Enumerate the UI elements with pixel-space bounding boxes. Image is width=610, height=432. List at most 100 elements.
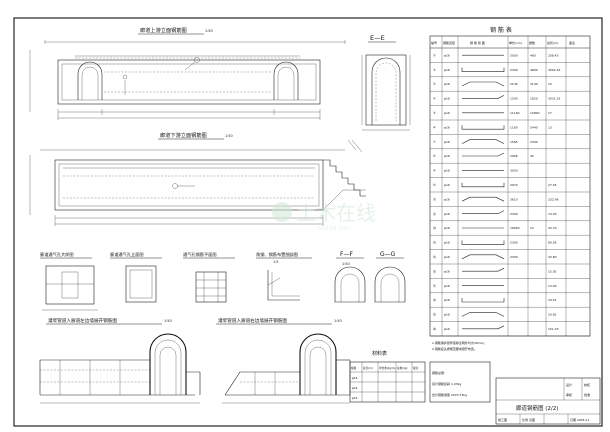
rebar-sketch bbox=[462, 152, 505, 157]
rebar-cell: 43.80 bbox=[548, 255, 557, 259]
design-stage: 施工图 bbox=[498, 417, 507, 422]
material-header-length: 总长(m) bbox=[363, 366, 373, 370]
drawing-name: 廊道钢筋图 (2/2) bbox=[516, 404, 558, 412]
rebar-sketch bbox=[462, 325, 505, 330]
rebar-table: 钢 筋 表 编号 钢筋直径 钢 筋 简 图 单长(cm) 根数 总长(m) 备注… bbox=[429, 26, 591, 337]
tunnel-right-wall-view: 灌浆管道入廊道右边墙展开钢筋图 1:50 bbox=[216, 317, 351, 404]
rebar-cell: φ16 bbox=[444, 82, 450, 86]
rebar-cell: φ16 bbox=[444, 298, 450, 302]
material-row-spec: φ16 bbox=[352, 396, 358, 400]
rebar-cell: 3050 bbox=[510, 169, 518, 173]
rebar-cell: φ16 bbox=[444, 183, 450, 187]
title-cell: 设计 bbox=[566, 382, 572, 387]
section-f-f-title: F—F bbox=[340, 251, 353, 258]
rebar-header-len: 单长(cm) bbox=[509, 40, 522, 45]
rebar-cell: 16600 bbox=[510, 226, 520, 230]
tunnel-left-wall-view: 灌浆管道入廊道左边墙展开钢筋图 1:50 bbox=[39, 317, 201, 404]
tunnel-right-wall-title: 灌浆管道入廊道右边墙展开钢筋图 bbox=[218, 317, 287, 324]
rebar-cell: φ16 bbox=[444, 212, 450, 216]
rebar-cell: φ16 bbox=[444, 255, 450, 259]
rebar-cell: φ16 bbox=[444, 269, 450, 273]
rebar-cell: ⑰ bbox=[433, 283, 436, 288]
material-note-line: 钢筋总量: bbox=[432, 370, 445, 375]
rebar-cell: φ16 bbox=[444, 68, 450, 72]
rebar-cell: ④ bbox=[433, 97, 436, 101]
watermark-text: 土木在线 bbox=[296, 201, 376, 225]
rebar-cell: ⑩ bbox=[433, 183, 436, 187]
section-g-g-title: G—G bbox=[380, 251, 396, 258]
detail-vent-elevation: 廊道通气孔立面图 bbox=[110, 251, 162, 303]
rebar-cell: ⑧ bbox=[433, 154, 436, 158]
section-e-e: E—E bbox=[361, 34, 411, 131]
rebar-cell: 2970 bbox=[510, 183, 518, 187]
rebar-cell: 12890 bbox=[530, 111, 540, 115]
detail-vent-plan: 通气孔钢筋平面图 bbox=[183, 251, 235, 303]
rebar-cell: 1820 bbox=[530, 97, 538, 101]
material-header-note: 备注 bbox=[413, 366, 419, 370]
rebar-cell: 3002.43 bbox=[548, 68, 560, 72]
rebar-header-total: 总长(m) bbox=[547, 40, 558, 45]
rebar-cell: 1565 bbox=[510, 140, 518, 144]
section-f-f-scale: 1:50 bbox=[342, 262, 350, 266]
rebar-cell: ⑥ bbox=[433, 125, 436, 129]
material-table-title: 材料表 bbox=[372, 350, 387, 357]
rebar-cell: 13 bbox=[548, 125, 552, 129]
rebar-cell: ⑦ bbox=[433, 140, 436, 144]
rebar-cell: 15 bbox=[548, 82, 552, 86]
rebar-cell: φ16 bbox=[444, 125, 450, 129]
rebar-cell: 1160 bbox=[510, 125, 518, 129]
rebar-cell: φ16 bbox=[444, 284, 450, 288]
detail-angle-rebar-title: 角钢、钢筋布置细部图 bbox=[256, 251, 298, 258]
rebar-sketch bbox=[461, 298, 505, 303]
rebar-cell: ⑱ bbox=[433, 297, 436, 302]
rebar-cell: 43.70 bbox=[548, 226, 557, 230]
detail-vent-section-title: 廊道通气孔大样图 bbox=[40, 251, 74, 258]
rebar-cell: 15.92 bbox=[548, 269, 557, 273]
rebar-cell: 3031.53 bbox=[548, 97, 560, 101]
rebar-cell: ② bbox=[433, 68, 436, 72]
rebar-header-sketch: 钢 筋 简 图 bbox=[470, 40, 485, 45]
material-row-spec: φ16 bbox=[352, 386, 358, 390]
rebar-cell: 2966 bbox=[510, 154, 518, 158]
upstream-elevation-scale: 1:50 bbox=[205, 29, 213, 33]
downstream-elevation-view: 廊道下游立面钢筋图 1:50 bbox=[29, 131, 366, 226]
rebar-cell: 232.96 bbox=[548, 197, 559, 201]
rebar-cell: 45 bbox=[530, 154, 534, 158]
rebar-cell: 2300 bbox=[510, 255, 518, 259]
sheet-number: 日期 2005.11 bbox=[570, 417, 589, 422]
rebar-cell: 80.56 bbox=[548, 241, 557, 245]
rebar-cell: ⑫ bbox=[433, 211, 436, 216]
material-header-spec: 规格 bbox=[351, 366, 357, 370]
rebar-cell: 12 bbox=[530, 226, 534, 230]
rebar-sketch bbox=[461, 182, 505, 188]
material-note-line: 合计钢筋用量 2070.73kg bbox=[432, 392, 467, 397]
rebar-cell: φ16 bbox=[444, 197, 450, 201]
title-block: 设计 校核 审核 批准 廊道钢筋图 (2/2) 施工图 比例 见图 日期 200… bbox=[495, 377, 601, 425]
rebar-cell: φ16 bbox=[444, 241, 450, 245]
rebar-cell: 5440 bbox=[530, 125, 538, 129]
rebar-cell: ⑲ bbox=[433, 312, 436, 317]
downstream-elevation-scale: 1:50 bbox=[225, 134, 233, 138]
section-f-f: F—F 1:50 bbox=[334, 251, 366, 303]
rebar-cell: ⑯ bbox=[433, 268, 436, 273]
rebar-cell: 13.90 bbox=[548, 284, 557, 288]
rebar-cell: 11160 bbox=[510, 111, 520, 115]
section-e-e-title: E—E bbox=[370, 34, 385, 42]
rebar-sketch bbox=[461, 67, 505, 72]
upstream-elevation-title: 廊道上游立面钢筋图 bbox=[140, 26, 187, 34]
note-line-1: 1.钢筋保护层厚度除注明外均为30mm。 bbox=[432, 340, 487, 345]
rebar-cell: 1200 bbox=[510, 97, 518, 101]
rebar-cell: 27.45 bbox=[548, 183, 557, 187]
material-note-line: 另计钢筋损耗 1.03kg bbox=[432, 381, 461, 386]
tunnel-right-wall-scale: 1:50 bbox=[334, 319, 342, 323]
rebar-sketch bbox=[461, 139, 505, 144]
tunnel-left-wall-scale: 1:50 bbox=[164, 319, 172, 323]
rebar-cell: 3610 bbox=[510, 197, 518, 201]
rebar-sketch bbox=[462, 95, 505, 99]
watermark-sub: co188.com bbox=[318, 225, 351, 232]
rebar-cell: φ16 bbox=[444, 154, 450, 158]
rebar-cell: ① bbox=[433, 53, 436, 57]
title-cell: 审核 bbox=[566, 392, 572, 397]
rebar-cell: φ16 bbox=[444, 313, 450, 317]
rebar-cell: 208.43 bbox=[548, 53, 559, 57]
